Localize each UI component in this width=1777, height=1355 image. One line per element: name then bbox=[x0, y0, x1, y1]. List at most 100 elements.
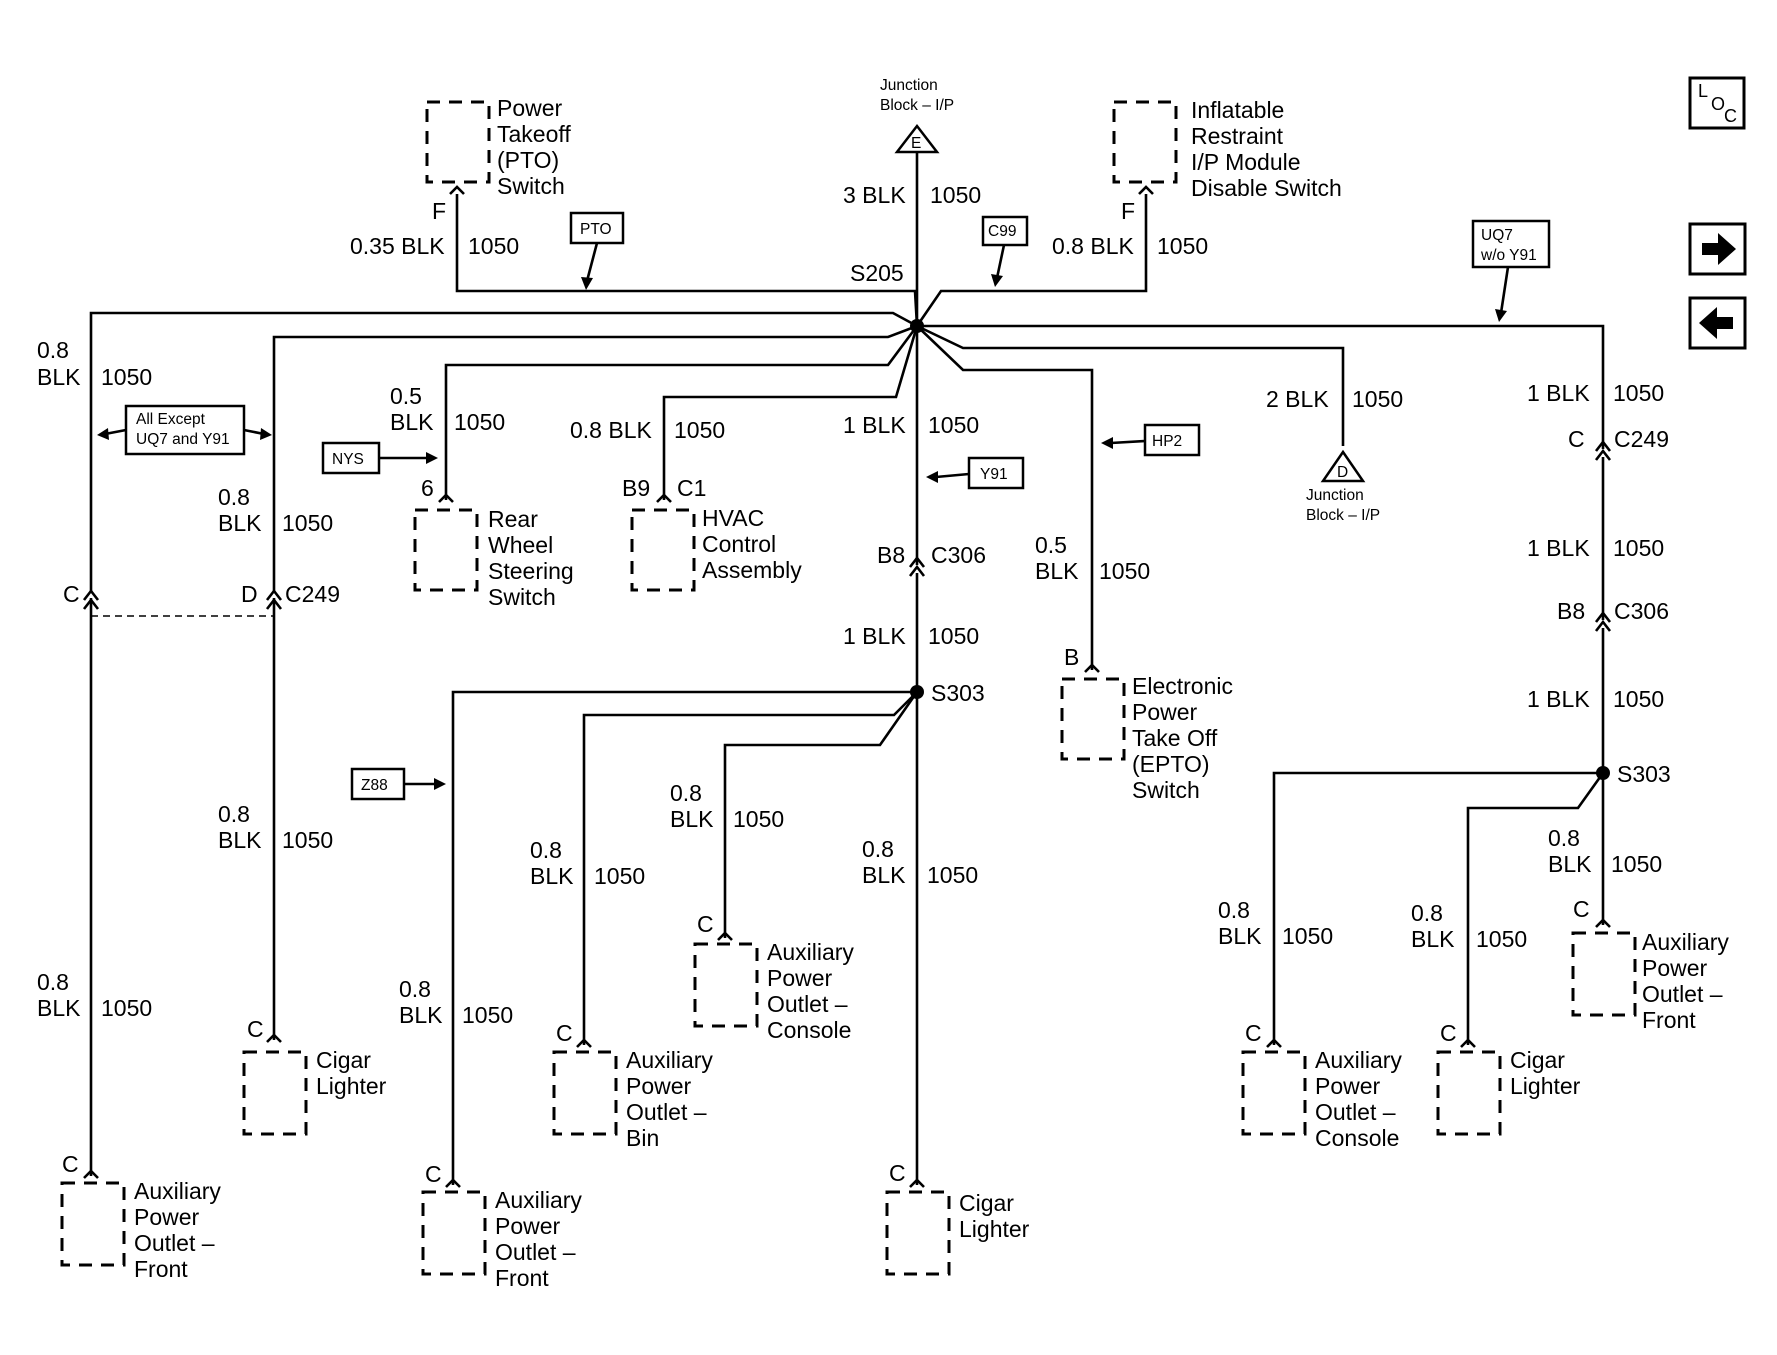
svg-text:0.8: 0.8 bbox=[218, 484, 250, 510]
svg-text:1050: 1050 bbox=[462, 1002, 513, 1028]
svg-text:1050: 1050 bbox=[1352, 386, 1403, 412]
svg-text:Junction: Junction bbox=[1306, 487, 1364, 504]
svg-text:1050: 1050 bbox=[101, 995, 152, 1021]
svg-text:1 BLK: 1 BLK bbox=[1527, 535, 1590, 561]
tag-c99: C99 bbox=[981, 215, 1029, 287]
svg-text:0.5: 0.5 bbox=[1035, 532, 1067, 558]
svg-text:0.8: 0.8 bbox=[218, 801, 250, 827]
svg-text:C1: C1 bbox=[677, 475, 706, 501]
svg-text:C: C bbox=[62, 1151, 79, 1177]
svg-text:1050: 1050 bbox=[1476, 926, 1527, 952]
next-page-arrow-icon[interactable] bbox=[1688, 222, 1747, 276]
splice-s303-right-dot bbox=[1596, 766, 1610, 780]
apo-front-mid-box bbox=[421, 1190, 487, 1276]
svg-text:0.8: 0.8 bbox=[1548, 825, 1580, 851]
svg-text:0.8: 0.8 bbox=[862, 836, 894, 862]
apo-bin-box bbox=[552, 1050, 618, 1136]
svg-text:C249: C249 bbox=[1614, 426, 1669, 452]
svg-text:BLK: BLK bbox=[218, 510, 262, 536]
svg-text:1050: 1050 bbox=[101, 364, 152, 390]
wires bbox=[89, 152, 1605, 1185]
component-labels: Power Takeoff (PTO) Switch Inflatable Re… bbox=[134, 95, 1729, 1291]
svg-text:HP2: HP2 bbox=[1152, 433, 1182, 450]
svg-text:Y91: Y91 bbox=[980, 466, 1008, 483]
svg-text:1050: 1050 bbox=[1613, 380, 1664, 406]
svg-text:Block – I/P: Block – I/P bbox=[880, 97, 954, 114]
tag-z88: Z88 bbox=[350, 767, 446, 801]
svg-text:1050: 1050 bbox=[927, 862, 978, 888]
locator-icon[interactable]: L O C bbox=[1688, 76, 1746, 130]
svg-text:1050: 1050 bbox=[454, 409, 505, 435]
hvac-box bbox=[630, 508, 696, 592]
svg-text:2 BLK: 2 BLK bbox=[1266, 386, 1329, 412]
tag-hp2: HP2 bbox=[1101, 423, 1201, 457]
svg-text:C: C bbox=[1573, 896, 1590, 922]
svg-text:0.8 BLK: 0.8 BLK bbox=[570, 417, 652, 443]
cigar-mid-label: Cigar Lighter bbox=[959, 1190, 1030, 1242]
svg-text:F: F bbox=[1121, 198, 1135, 224]
svg-text:NYS: NYS bbox=[332, 451, 364, 468]
svg-text:C: C bbox=[1245, 1020, 1262, 1046]
hvac-label: HVAC Control Assembly bbox=[702, 505, 802, 583]
cigar-mid-box bbox=[885, 1190, 951, 1276]
svg-text:BLK: BLK bbox=[1218, 923, 1262, 949]
splice-s303-mid-dot bbox=[910, 685, 924, 699]
svg-text:0.8: 0.8 bbox=[37, 337, 69, 363]
cigar-right-box bbox=[1436, 1050, 1502, 1136]
svg-text:C: C bbox=[247, 1016, 264, 1042]
svg-text:1050: 1050 bbox=[930, 182, 981, 208]
svg-text:F: F bbox=[432, 198, 446, 224]
tag-uq7-wo-y91: UQ7 w/o Y91 bbox=[1471, 219, 1551, 322]
junction-block-e: E Junction Block – I/P bbox=[880, 77, 954, 154]
airbag-switch-box bbox=[1112, 100, 1178, 184]
svg-text:C: C bbox=[63, 581, 80, 607]
splice-s205-dot bbox=[910, 319, 924, 333]
svg-text:1050: 1050 bbox=[282, 827, 333, 853]
svg-text:1050: 1050 bbox=[1099, 558, 1150, 584]
tag-y91: Y91 bbox=[926, 456, 1025, 490]
svg-text:BLK: BLK bbox=[390, 409, 434, 435]
airbag-switch-label: Inflatable Restraint I/P Module Disable … bbox=[1191, 97, 1342, 201]
svg-text:C: C bbox=[1724, 106, 1737, 126]
tag-all-except: All Except UQ7 and Y91 bbox=[97, 404, 272, 456]
svg-text:PTO: PTO bbox=[580, 221, 612, 238]
cigar-right-label: Cigar Lighter bbox=[1510, 1047, 1581, 1099]
svg-text:0.8: 0.8 bbox=[399, 976, 431, 1002]
svg-text:1050: 1050 bbox=[928, 623, 979, 649]
splice-s303-right-label: S303 bbox=[1617, 761, 1671, 787]
svg-text:1050: 1050 bbox=[1613, 535, 1664, 561]
connector-chevrons bbox=[82, 185, 1612, 1188]
svg-text:C: C bbox=[425, 1161, 442, 1187]
apo-console-mid-box bbox=[693, 942, 759, 1028]
svg-text:BLK: BLK bbox=[1411, 926, 1455, 952]
rear-steer-label: Rear Wheel Steering Switch bbox=[488, 506, 580, 610]
previous-page-arrow-icon[interactable] bbox=[1688, 296, 1747, 350]
svg-text:1050: 1050 bbox=[1282, 923, 1333, 949]
svg-text:0.8 BLK: 0.8 BLK bbox=[1052, 233, 1134, 259]
pto-switch-label: Power Takeoff (PTO) Switch bbox=[497, 95, 577, 199]
svg-text:1 BLK: 1 BLK bbox=[1527, 686, 1590, 712]
component-boxes bbox=[60, 100, 1637, 1276]
svg-text:C: C bbox=[697, 911, 714, 937]
svg-text:BLK: BLK bbox=[37, 364, 81, 390]
svg-text:C: C bbox=[889, 1160, 906, 1186]
svg-text:0.8: 0.8 bbox=[1218, 897, 1250, 923]
svg-text:B9: B9 bbox=[622, 475, 650, 501]
svg-text:BLK: BLK bbox=[37, 995, 81, 1021]
tag-pto: PTO bbox=[569, 211, 625, 290]
svg-text:1050: 1050 bbox=[733, 806, 784, 832]
splice-s205-label: S205 bbox=[850, 260, 904, 286]
junction-block-d: D Junction Block – I/P bbox=[1306, 449, 1380, 524]
svg-text:w/o Y91: w/o Y91 bbox=[1480, 247, 1537, 264]
splice-s303-mid-label: S303 bbox=[931, 680, 985, 706]
pin-labels: F F C D C249 6 B9 C1 B8 C306 B C C249 B8… bbox=[62, 198, 1669, 1187]
apo-front-right-box bbox=[1571, 931, 1637, 1017]
svg-text:BLK: BLK bbox=[862, 862, 906, 888]
svg-text:B8: B8 bbox=[877, 542, 905, 568]
svg-text:1 BLK: 1 BLK bbox=[843, 623, 906, 649]
svg-text:B8: B8 bbox=[1557, 598, 1585, 624]
cigar-left-box bbox=[242, 1050, 308, 1136]
svg-text:1 BLK: 1 BLK bbox=[1527, 380, 1590, 406]
svg-text:C: C bbox=[556, 1020, 573, 1046]
